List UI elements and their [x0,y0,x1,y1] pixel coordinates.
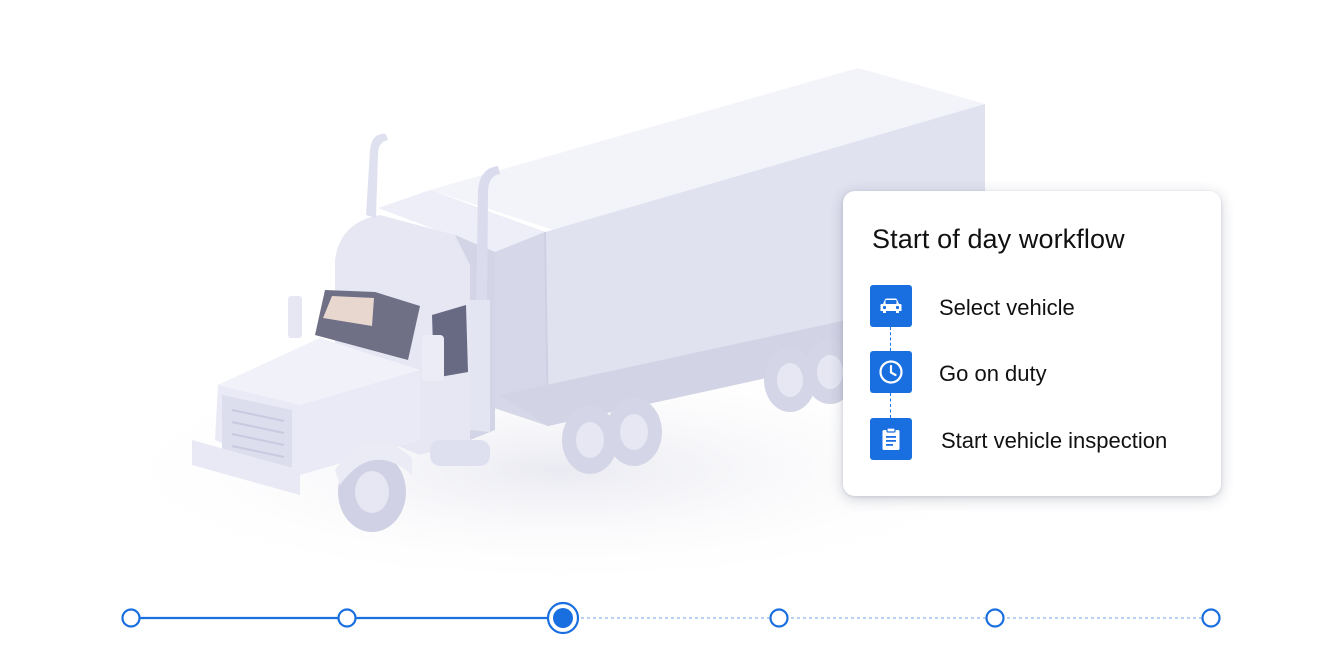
step-connector [890,327,891,351]
workflow-card: Start of day workflow Select vehicle [843,191,1221,496]
truck-illustration [90,68,1030,590]
workflow-title: Start of day workflow [872,224,1125,254]
step-label: Select vehicle [939,295,1075,320]
car-icon [870,285,912,327]
step-label: Go on duty [939,361,1047,386]
clipboard-icon [870,418,912,460]
progress-step-1[interactable] [121,608,141,628]
progress-step-2[interactable] [337,608,357,628]
step-label: Start vehicle inspection [941,428,1168,453]
progress-step-6[interactable] [1201,608,1221,628]
progress-indicator [121,601,1221,635]
progress-step-4[interactable] [769,608,789,628]
step-connector [890,393,891,418]
progress-step-5[interactable] [985,608,1005,628]
progress-step-3[interactable] [546,601,580,635]
clock-icon [870,351,912,393]
